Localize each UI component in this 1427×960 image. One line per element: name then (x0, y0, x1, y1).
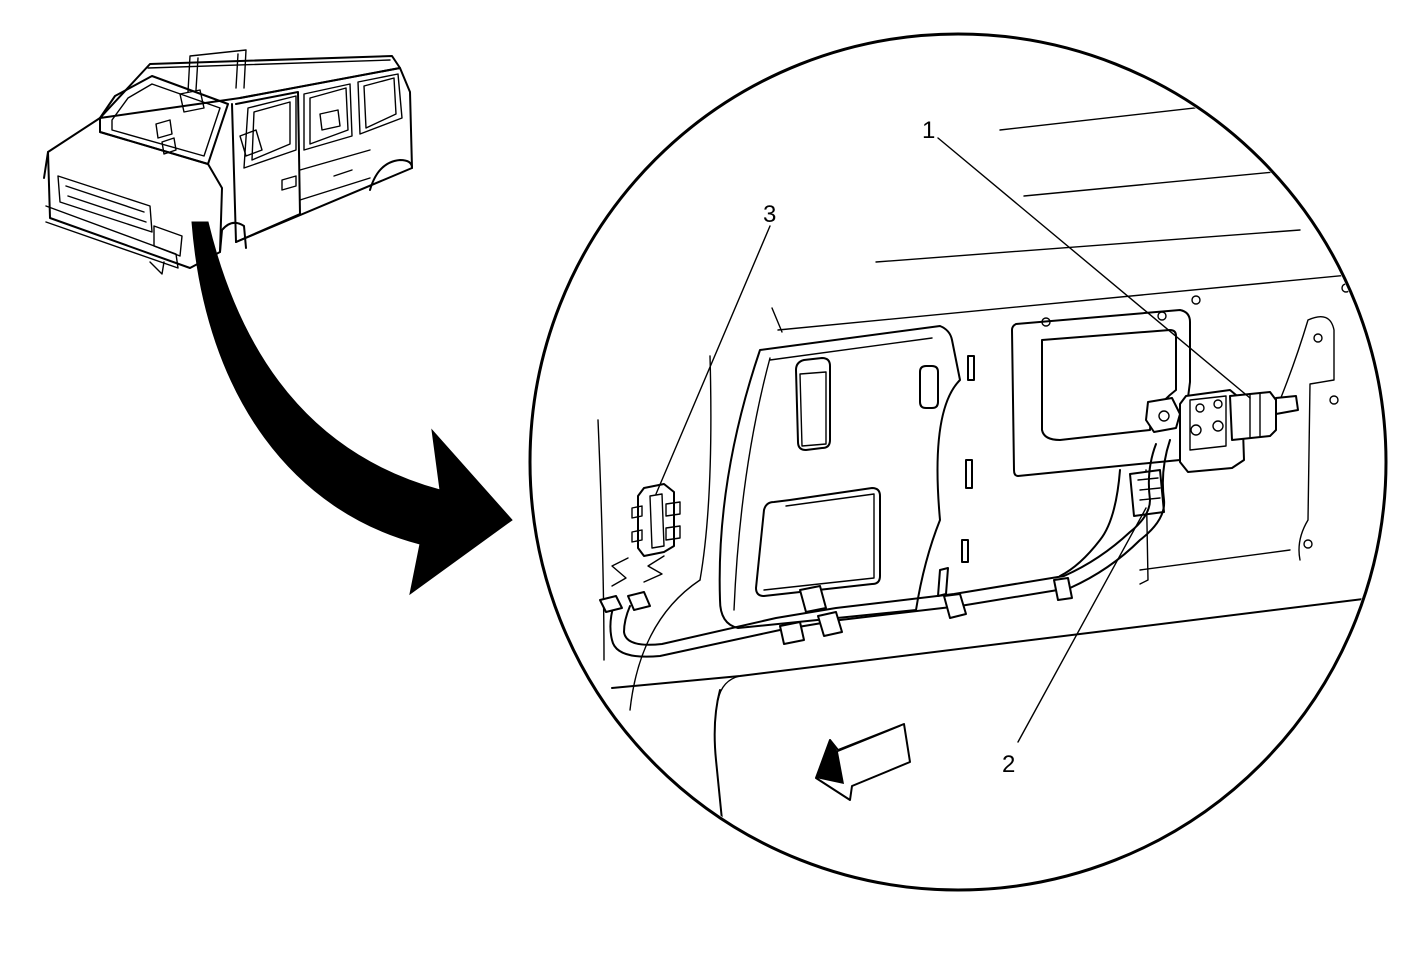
callout-3: 3 (763, 201, 776, 228)
door-lock-switch (631, 483, 681, 557)
wiring-connector (1129, 469, 1165, 517)
leader-line-1 (937, 137, 1251, 399)
wiring-harness (599, 439, 1171, 658)
detail-circle (528, 32, 1388, 892)
detail-view (597, 103, 1384, 888)
callout-2: 2 (1002, 751, 1015, 778)
leader-line-2 (1017, 507, 1147, 743)
leader-lines (655, 137, 1251, 743)
leader-line-3 (655, 225, 771, 495)
lock-actuator (1145, 389, 1299, 473)
curved-arrow-icon (191, 221, 513, 596)
callout-1: 1 (922, 117, 935, 144)
van-overview-icon (43, 49, 413, 275)
